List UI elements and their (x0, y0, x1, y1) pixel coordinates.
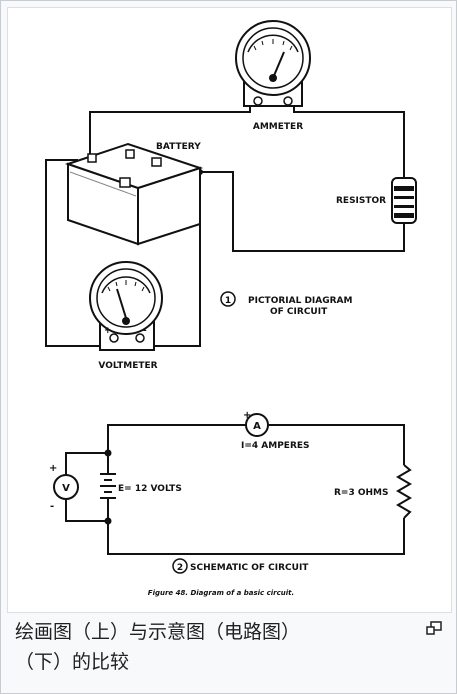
resistor-label: RESISTOR (336, 196, 386, 206)
enlarge-icon[interactable] (426, 621, 442, 635)
caption-line-1: 绘画图（上）与示意图（电路图） (15, 621, 301, 643)
voltmeter-label: VOLTMETER (98, 361, 157, 371)
voltmeter-symbol-wire (65, 452, 108, 522)
pictorial-title-line2: OF CIRCUIT (270, 307, 328, 317)
voltage-label: E= 12 VOLTS (118, 484, 182, 494)
resistor-icon (391, 177, 417, 224)
voltmeter-plus-sign: + (104, 326, 112, 336)
schematic-number: 2 (177, 563, 183, 573)
pictorial-diagram: AMMETER BATTERY (45, 20, 417, 371)
caption-line-2: （下）的比较 (15, 651, 130, 673)
voltmeter-minus-sign: - (143, 326, 147, 336)
wire-battery-to-voltmeter-left (45, 159, 100, 347)
ammeter-plus-sign: + (243, 410, 251, 421)
resistance-label: R=3 OHMS (334, 488, 389, 498)
ammeter-symbol (245, 413, 269, 437)
circuit-figure[interactable]: AMMETER BATTERY (7, 7, 452, 613)
battery-icon (64, 142, 204, 246)
pictorial-number: 1 (225, 296, 231, 306)
schematic-diagram: A + I=4 AMPERES E= 12 VOLTS (49, 410, 412, 597)
schematic-number-circle (172, 558, 188, 574)
image-caption: 绘画图（上）与示意图（电路图） （下）的比较 (15, 617, 415, 677)
schematic-right-wire (107, 518, 405, 555)
voltmeter-symbol (53, 474, 79, 500)
ammeter-label: AMMETER (253, 122, 303, 132)
battery-label: BATTERY (156, 142, 201, 152)
schematic-title: SCHEMATIC OF CIRCUIT (190, 563, 309, 573)
resistor-symbol (396, 464, 412, 519)
schematic-top-wire (107, 424, 246, 453)
battery-symbol-icon (100, 453, 116, 521)
schematic-top-wire-right (268, 424, 405, 465)
wire-junction-to-voltmeter-right (150, 172, 201, 347)
pictorial-title-line1: PICTORIAL DIAGRAM (248, 296, 353, 306)
voltmeter-symbol-minus: - (50, 501, 54, 512)
pictorial-number-circle (220, 291, 236, 307)
voltmeter-symbol-plus: + (49, 463, 57, 474)
ammeter-icon (235, 20, 311, 107)
voltmeter-symbol-letter: V (62, 483, 70, 494)
current-label: I=4 AMPERES (241, 441, 310, 451)
wire-ammeter-to-resistor (293, 100, 405, 178)
wire-resistor-to-battery (200, 171, 405, 252)
ammeter-symbol-letter: A (253, 421, 261, 432)
voltmeter-icon (89, 261, 163, 351)
figure-caption: Figure 48. Diagram of a basic circuit. (148, 589, 294, 597)
